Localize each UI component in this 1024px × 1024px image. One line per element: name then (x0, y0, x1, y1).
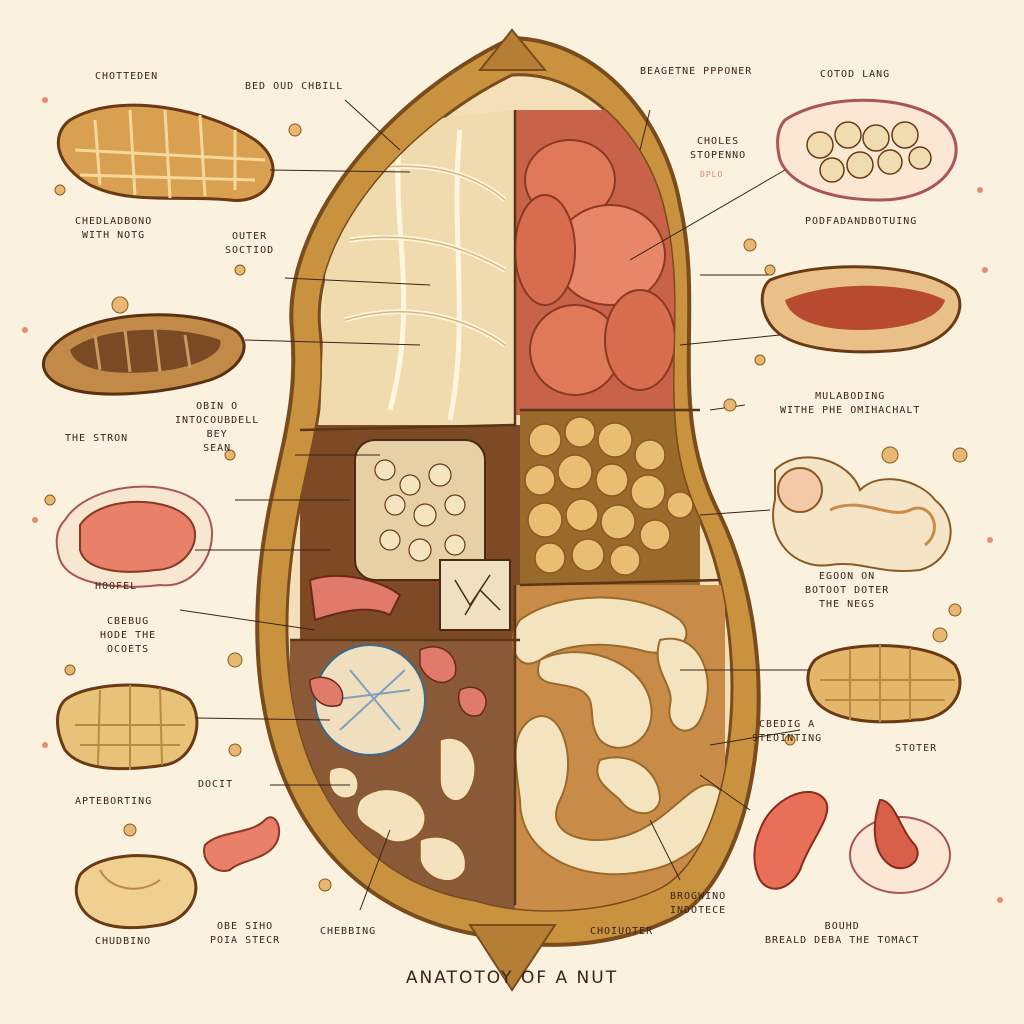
label-cheladbono: CHEDLADBONO WITH NOTG (75, 216, 153, 241)
label-chudbino: CHUDBINO (95, 936, 152, 947)
specimen-red-membrane (760, 265, 962, 354)
label-stoter: STOTER (895, 743, 938, 754)
label-cbebig: CBEDIG A STEOINTING (752, 719, 823, 744)
pink-root (308, 574, 402, 622)
nutmeat-cluster (524, 416, 694, 576)
diagram-title: ANATOTOY OF A NUT (405, 968, 619, 988)
specimen-cross-section (776, 98, 958, 202)
label-chepug: CBEBUG HODE THE OCOETS (100, 616, 157, 655)
shell-top-stem (477, 28, 548, 71)
label-egoon: EGOON ON BOTOOT DOTER THE NEGS (805, 571, 890, 610)
label-bound: BOUHD BREALD DEBA THE TOMACT (765, 921, 920, 946)
specimen-whole-shell-1 (56, 103, 275, 202)
label-mulabodino: MULABODING WITHE PHE OMIHACHALT (780, 391, 921, 416)
specimen-pink-sprout (203, 816, 281, 872)
label-top-center: BEAGETNE PPPONER (640, 66, 753, 77)
label-podfac: PODFADANDBOTUING (805, 216, 918, 227)
specimen-whole-shell-4 (806, 644, 962, 724)
label-top-right: COTOD LANG (820, 69, 891, 80)
specimen-curled-kernel (772, 456, 952, 572)
label-choiuoter: CHOIUOTER (590, 926, 654, 937)
specimen-whole-shell-3 (74, 854, 198, 930)
label-choles-sub: DPLO (700, 170, 724, 179)
seed (514, 194, 576, 306)
specimen-halved-shell (41, 313, 246, 396)
label-the-stron: THE STRON (65, 433, 129, 444)
label-choles: CHOLES STOPENNO (690, 136, 747, 161)
specimen-red-root (753, 790, 951, 894)
label-arteb: APTEBORTING (75, 796, 153, 807)
label-oee-sitho: OBE SIHO POIA STECR (210, 921, 281, 946)
label-doctt: DOCIT (198, 779, 234, 790)
label-cheebing: CHEBBING (320, 926, 377, 937)
seed (604, 289, 676, 391)
specimen-pink-kernel (55, 485, 214, 588)
kernel-upper-left (320, 110, 515, 425)
shell-bottom-stem (468, 924, 557, 992)
decorative-speckles (44, 123, 968, 892)
label-intoco: OBIN O INTOCOUBDELL BEY SEAN (175, 401, 260, 454)
specimen-whole-shell-2 (56, 683, 199, 771)
label-top-left: CHOTTEDEN (95, 71, 159, 82)
label-brogwino: BROGWINO INDOTECE (670, 891, 727, 916)
label-outer-section: OUTER SOCTIOD (225, 231, 275, 256)
label-hoofel: HOOFEL (95, 581, 138, 592)
label-bed-shell: BED OUD CHBILL (245, 81, 344, 92)
